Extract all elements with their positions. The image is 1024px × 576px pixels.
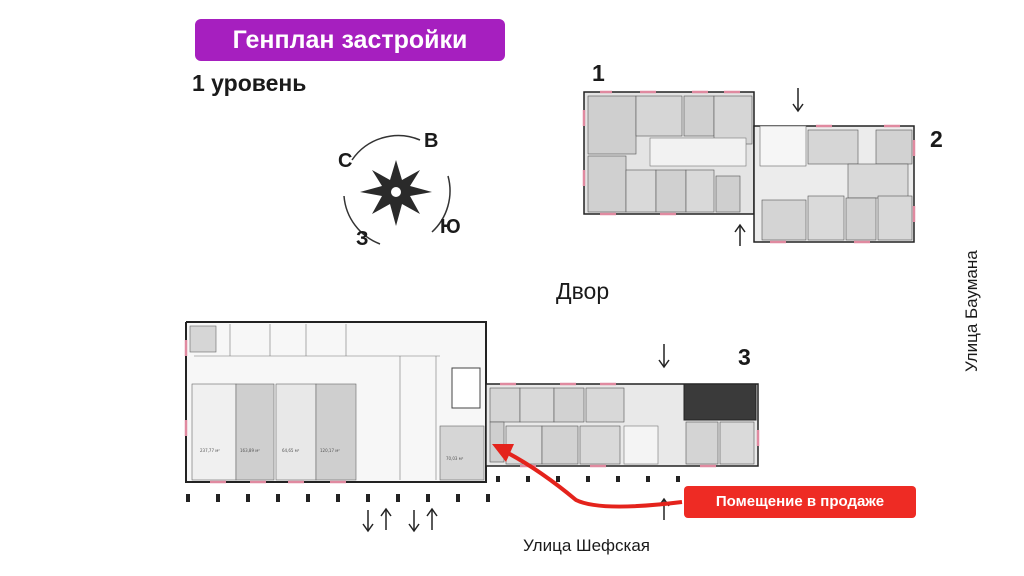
building-2-plan: [753, 124, 916, 244]
plan-title: Генплан застройки: [195, 19, 505, 61]
highlighted-unit: [683, 383, 757, 421]
unit-area-label: 64,65 м²: [282, 448, 300, 453]
building-3-number: 3: [738, 344, 751, 370]
unit-area-label: 163,89 м²: [240, 448, 260, 453]
entrance-arrow-icon: [362, 344, 670, 533]
compass-west-label: З: [356, 228, 369, 250]
compass-south-label: Ю: [440, 216, 461, 238]
level-label: 1 уровень: [192, 70, 307, 96]
unit-area-label: 120,17 м²: [320, 448, 340, 453]
courtyard-label: Двор: [556, 278, 610, 304]
unit-area-label: 70,03 м²: [446, 456, 464, 461]
building-1-number: 1: [592, 60, 605, 86]
commercial-block-plan: 237,77 м² 163,89 м² 64,65 м² 120,17 м² 7…: [184, 321, 487, 484]
compass-north-label: С: [338, 150, 353, 172]
sale-pointer-arrow-icon: [492, 444, 683, 509]
building-3-plan: [485, 382, 760, 468]
street-label-right: Улица Баумана: [962, 250, 981, 372]
compass-east-label: В: [424, 130, 439, 152]
building-1-plan: [582, 90, 755, 216]
entrance-arrow-icon: [734, 88, 804, 246]
compass-icon: [343, 134, 451, 245]
building-2-number: 2: [930, 126, 943, 152]
sale-badge[interactable]: Помещение в продаже: [684, 486, 916, 518]
street-label-bottom: Улица Шефская: [523, 536, 650, 555]
column-row: [186, 476, 680, 502]
unit-area-label: 237,77 м²: [200, 448, 220, 453]
